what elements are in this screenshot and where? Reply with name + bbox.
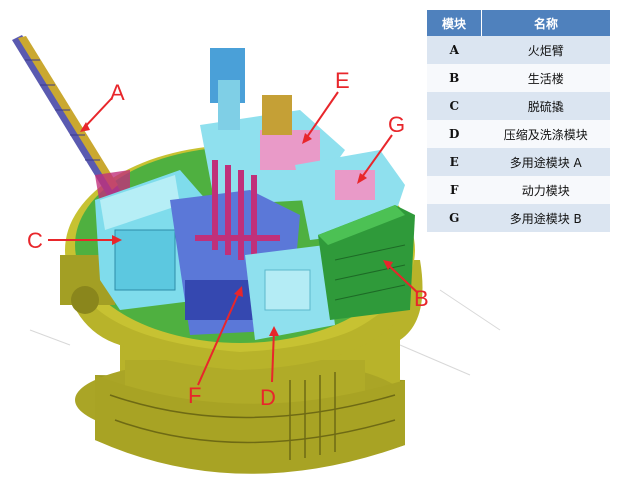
module-name: 多用途模块 A	[481, 148, 610, 176]
module-name: 火炬臂	[481, 36, 610, 64]
svg-text:C: C	[27, 228, 43, 253]
callout-a: A	[80, 80, 125, 132]
svg-text:D: D	[260, 385, 276, 410]
callout-d: D	[260, 326, 279, 410]
module-code: D	[427, 120, 482, 148]
table-row: G 多用途模块 B	[427, 204, 610, 232]
module-name: 多用途模块 B	[481, 204, 610, 232]
module-legend-table: 模块 名称 A 火炬臂 B 生活楼 C 脱硫撬 D 压缩及洗涤模块 E 多用途模…	[427, 10, 610, 232]
column-header-name: 名称	[481, 10, 610, 36]
svg-text:E: E	[335, 68, 350, 93]
module-name: 压缩及洗涤模块	[481, 120, 610, 148]
module-code: B	[427, 64, 482, 92]
compression-module	[245, 245, 335, 340]
flare-boom	[12, 35, 130, 205]
module-code: G	[427, 204, 482, 232]
svg-text:G: G	[388, 112, 405, 137]
module-code: C	[427, 92, 482, 120]
module-name: 动力模块	[481, 176, 610, 204]
table-row: D 压缩及洗涤模块	[427, 120, 610, 148]
callout-g: G	[357, 112, 405, 184]
module-name: 生活楼	[481, 64, 610, 92]
module-code: E	[427, 148, 482, 176]
module-code: A	[427, 36, 482, 64]
table-row: E 多用途模块 A	[427, 148, 610, 176]
table-row: F 动力模块	[427, 176, 610, 204]
background-lines	[29, 289, 501, 376]
living-quarters	[318, 205, 415, 320]
callout-b: B	[383, 260, 429, 311]
svg-text:B: B	[414, 286, 429, 311]
module-name: 脱硫撬	[481, 92, 610, 120]
svg-text:F: F	[188, 383, 201, 408]
callout-e: E	[302, 68, 350, 144]
table-header-row: 模块 名称	[427, 10, 610, 36]
table-row: B 生活楼	[427, 64, 610, 92]
svg-text:A: A	[110, 80, 125, 105]
callout-c: C	[27, 228, 122, 253]
column-header-code: 模块	[427, 10, 482, 36]
table-row: C 脱硫撬	[427, 92, 610, 120]
callout-f: F	[188, 286, 243, 408]
table-row: A 火炬臂	[427, 36, 610, 64]
module-code: F	[427, 176, 482, 204]
